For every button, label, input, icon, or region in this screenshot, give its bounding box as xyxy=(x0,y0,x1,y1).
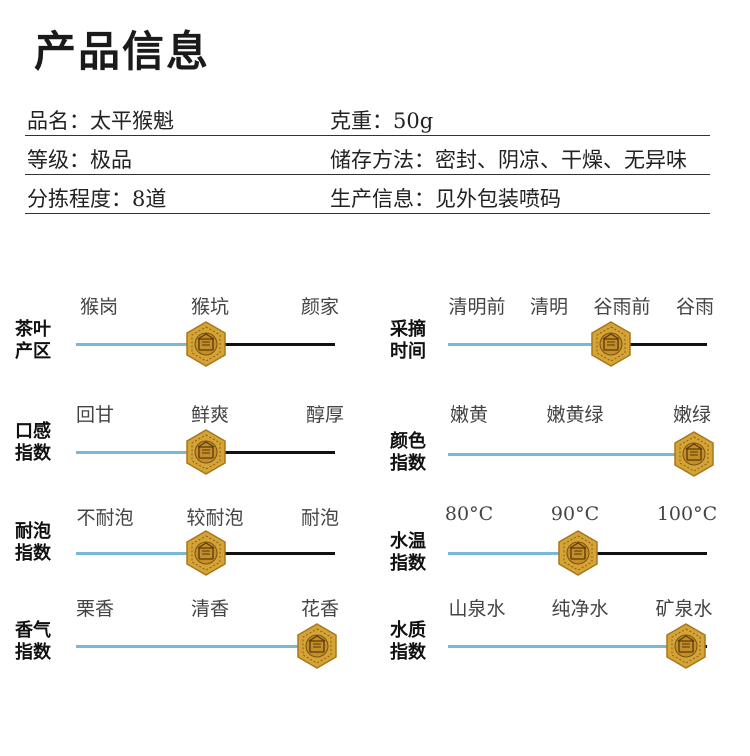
scale-tick: 较耐泡 xyxy=(186,507,244,529)
scale-tick: 嫩绿 xyxy=(672,404,712,426)
scale-marker-badge-icon xyxy=(183,321,229,367)
info-cell: 克重：50g xyxy=(330,109,434,133)
scale-track-filled xyxy=(76,451,206,454)
scale-track-filled xyxy=(76,645,317,648)
scale-label: 耐泡指数 xyxy=(15,521,51,564)
scale-label: 采摘时间 xyxy=(390,319,426,362)
scale-tick: 不耐泡 xyxy=(76,507,134,529)
scale-track-filled xyxy=(448,453,695,456)
scale-marker-badge-icon xyxy=(183,530,229,576)
info-cell: 生产信息：见外包装喷码 xyxy=(330,187,561,211)
scale-label: 水质指数 xyxy=(390,620,426,663)
info-row: 分拣程度：8道 生产信息：见外包装喷码 xyxy=(25,175,710,214)
scale-marker-badge-icon xyxy=(294,623,340,669)
scale-tick: 鲜爽 xyxy=(190,404,230,426)
scale-track-empty xyxy=(611,343,707,346)
info-cell: 分拣程度：8道 xyxy=(27,187,167,211)
scale-tick: 回甘 xyxy=(75,404,115,426)
scale-track-empty xyxy=(577,552,707,555)
scale-marker-badge-icon xyxy=(663,623,709,669)
scale-tick: 90°C xyxy=(550,503,600,525)
scale-track-empty xyxy=(205,451,335,454)
scale-label: 口感指数 xyxy=(15,421,51,464)
scale-marker-badge-icon xyxy=(671,431,717,477)
scale-tick: 猴岗 xyxy=(79,296,119,318)
scale-track-filled xyxy=(76,552,206,555)
scale-tick: 醇厚 xyxy=(305,404,345,426)
scale-tick: 猴坑 xyxy=(190,296,230,318)
scale-marker-badge-icon xyxy=(555,530,601,576)
scale-tick: 100°C xyxy=(656,503,718,525)
scale-track-empty xyxy=(205,552,335,555)
scale-tick: 颜家 xyxy=(300,296,340,318)
scale-marker-badge-icon xyxy=(183,429,229,475)
scale-tick: 纯净水 xyxy=(551,598,609,620)
scale-tick: 嫩黄 xyxy=(449,404,489,426)
scale-tick: 栗香 xyxy=(75,598,115,620)
info-cell: 品名：太平猴魁 xyxy=(27,109,174,133)
scale-tick: 花香 xyxy=(300,598,340,620)
scale-marker-badge-icon xyxy=(588,321,634,367)
scale-track-filled xyxy=(76,343,206,346)
scale-tick: 清明前 xyxy=(448,296,506,318)
scale-label: 茶叶产区 xyxy=(15,319,51,362)
info-row: 等级：极品 储存方法：密封、阴凉、干燥、无异味 xyxy=(25,136,710,175)
scale-track-filled xyxy=(448,645,687,648)
scale-track-filled xyxy=(448,343,612,346)
scale-tick: 谷雨 xyxy=(675,296,715,318)
scale-track-empty xyxy=(205,343,335,346)
scale-label: 香气指数 xyxy=(15,620,51,663)
product-info-table: 品名：太平猴魁 克重：50g 等级：极品 储存方法：密封、阴凉、干燥、无异味 分… xyxy=(25,97,710,214)
scale-tick: 80°C xyxy=(444,503,494,525)
scale-tick: 谷雨前 xyxy=(593,296,651,318)
scale-label: 颜色指数 xyxy=(390,431,426,474)
scale-tick: 矿泉水 xyxy=(655,598,713,620)
info-row: 品名：太平猴魁 克重：50g xyxy=(25,97,710,136)
scale-tick: 清明 xyxy=(529,296,569,318)
info-cell: 储存方法：密封、阴凉、干燥、无异味 xyxy=(330,148,687,172)
scale-tick: 嫩黄绿 xyxy=(546,404,604,426)
info-cell: 等级：极品 xyxy=(27,148,132,172)
scale-tick: 耐泡 xyxy=(300,507,340,529)
scale-track-filled xyxy=(448,552,578,555)
page-title: 产品信息 xyxy=(34,27,211,76)
scale-label: 水温指数 xyxy=(390,531,426,574)
scale-tick: 清香 xyxy=(190,598,230,620)
scale-tick: 山泉水 xyxy=(448,598,506,620)
